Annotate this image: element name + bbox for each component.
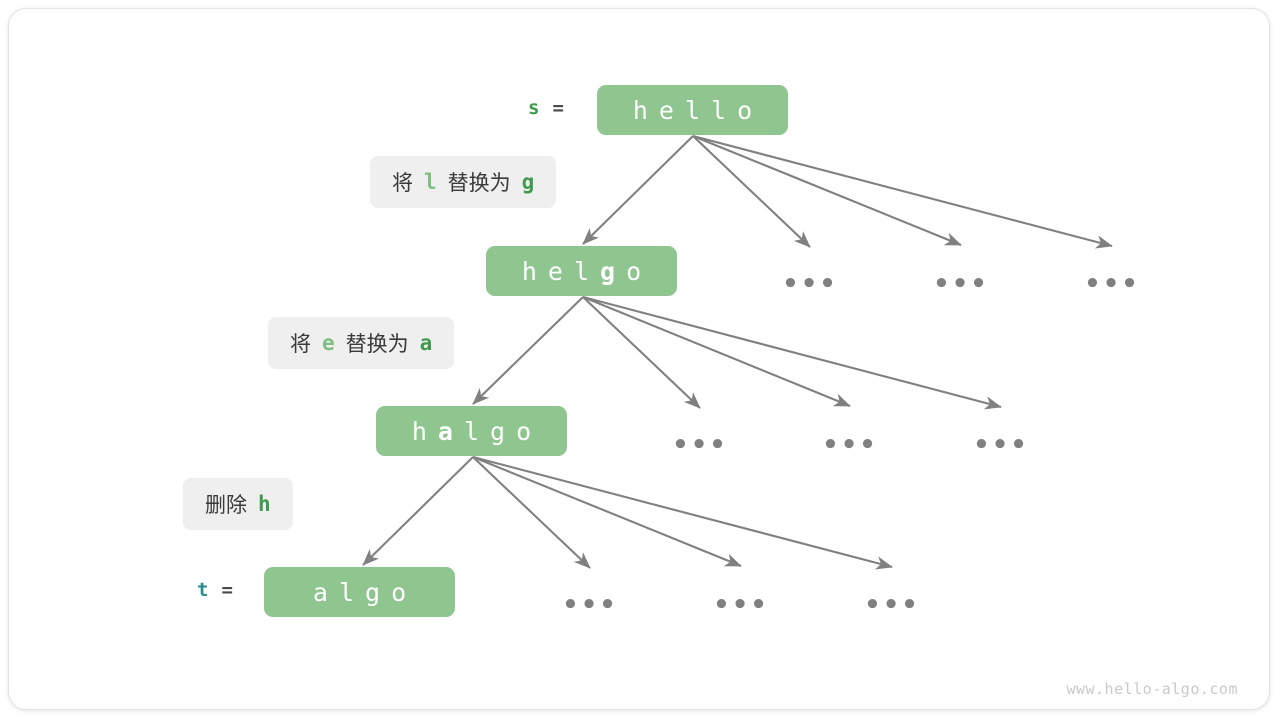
ellipsis-marker: ••• [562,590,618,620]
string-node-text: halgo [412,417,542,446]
string-node-hello[interactable]: hello [597,85,788,135]
string-char: h [411,416,438,446]
string-char: l [573,256,601,286]
string-char: l [711,95,738,125]
string-char: o [516,416,543,446]
string-node-text: hello [633,96,763,125]
string-char-highlighted: g [600,256,627,286]
string-char: g [365,577,392,607]
annotation-prefix: 删除 [205,493,247,517]
string-char: g [490,416,517,446]
string-node-helgo[interactable]: helgo [486,246,677,296]
string-char-highlighted: a [437,416,464,446]
string-node-text: algo [313,578,417,607]
annotation-to-char: g [521,170,535,194]
string-node-halgo[interactable]: halgo [376,406,567,456]
ellipsis-marker: ••• [973,430,1029,460]
annotation-from-char: h [258,492,271,516]
ellipsis-marker: ••• [864,590,920,620]
annotation-prefix: 将 [290,332,311,356]
annotation-to-char: a [419,331,433,355]
string-node-text: helgo [522,257,652,286]
string-node-algo[interactable]: algo [264,567,455,617]
string-char: h [632,95,659,125]
var-equals-s: = [552,97,564,119]
ellipsis-marker: ••• [822,430,878,460]
annotation-from-char: e [322,331,335,355]
string-char: e [547,256,574,286]
var-label-s: s = [528,97,564,119]
ellipsis-marker: ••• [713,590,769,620]
string-char: o [626,256,653,286]
string-char: o [737,95,764,125]
annotation-middle: 替换为 [345,332,409,356]
var-label-t: t = [197,579,233,601]
ellipsis-marker: ••• [933,269,989,299]
ellipsis-marker: ••• [672,430,728,460]
string-char: l [338,577,365,607]
annotation-prefix: 将 [392,171,413,195]
annotation-from-char: l [424,170,437,194]
var-name-s: s [528,97,540,119]
string-char: l [684,95,712,125]
annotation-delete-h: 删除 h [183,478,293,530]
string-char: o [391,577,418,607]
string-char: h [521,256,548,286]
var-equals-t: = [221,579,233,601]
string-char: e [658,95,685,125]
ellipsis-marker: ••• [1084,269,1140,299]
annotation-middle: 替换为 [447,171,511,195]
ellipsis-marker: ••• [782,269,838,299]
string-char: a [312,577,339,607]
var-name-t: t [197,579,209,601]
string-char: l [463,416,491,446]
watermark-text: www.hello-algo.com [1066,680,1238,698]
